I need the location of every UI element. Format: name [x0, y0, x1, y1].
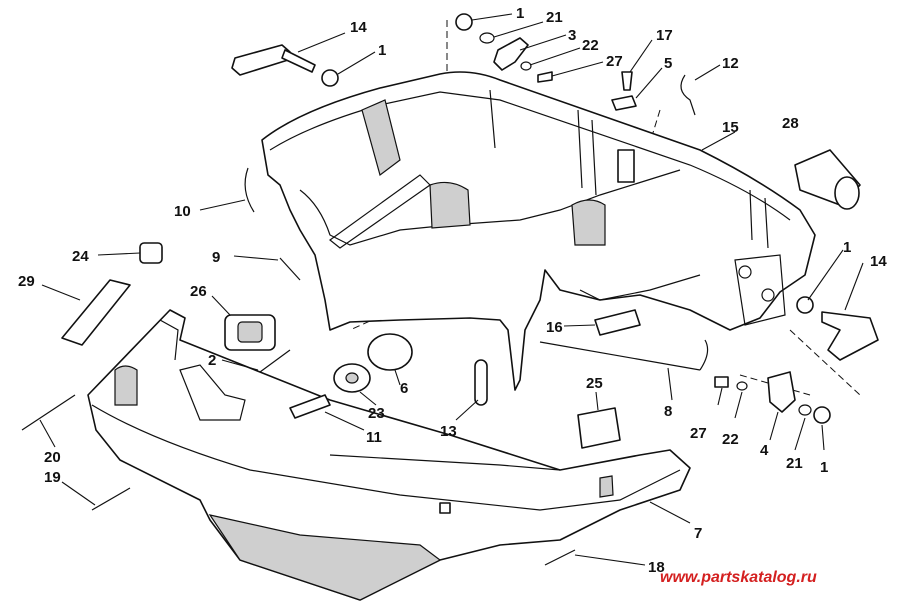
callout-23: 23 — [368, 405, 385, 422]
callout-21: 21 — [546, 9, 563, 26]
callout-11: 11 — [366, 429, 382, 446]
callout-22: 22 — [582, 37, 599, 54]
callout-9: 9 — [212, 249, 220, 266]
callout-22: 22 — [722, 431, 739, 448]
callout-5: 5 — [664, 55, 672, 72]
callout-1: 1 — [516, 5, 524, 22]
small-parts — [21, 13, 879, 566]
callout-7: 7 — [694, 525, 702, 542]
callout-27: 27 — [606, 53, 623, 70]
callout-29: 29 — [18, 273, 35, 290]
upper-cover — [261, 71, 816, 391]
callout-19: 19 — [44, 469, 61, 486]
callout-13: 13 — [440, 423, 457, 440]
callout-18: 18 — [648, 559, 665, 576]
callout-8: 8 — [664, 403, 672, 420]
leader-lines — [39, 13, 864, 566]
callout-12: 12 — [722, 55, 739, 72]
lower-cover — [87, 309, 691, 601]
callout-14: 14 — [350, 19, 367, 36]
callout-24: 24 — [72, 248, 89, 265]
callout-20: 20 — [44, 449, 61, 466]
callout-27: 27 — [690, 425, 707, 442]
callout-17: 17 — [656, 27, 673, 44]
callout-16: 16 — [546, 319, 563, 336]
callout-21: 21 — [786, 455, 803, 472]
callout-1: 1 — [378, 42, 386, 59]
callout-2: 2 — [208, 352, 216, 369]
callout-26: 26 — [190, 283, 207, 300]
callout-25: 25 — [586, 375, 603, 392]
callout-15: 15 — [722, 119, 739, 136]
watermark-text: www.partskatalog.ru — [660, 569, 817, 586]
callout-labels: 14 1 1 21 3 22 27 17 5 12 15 28 10 9 24 … — [18, 5, 887, 576]
callout-4: 4 — [760, 442, 769, 459]
callout-14: 14 — [870, 253, 887, 270]
callout-10: 10 — [174, 203, 191, 220]
callout-1: 1 — [843, 239, 851, 256]
callout-3: 3 — [568, 27, 576, 44]
callout-28: 28 — [782, 115, 799, 132]
callout-1: 1 — [820, 459, 828, 476]
callout-6: 6 — [400, 380, 408, 397]
